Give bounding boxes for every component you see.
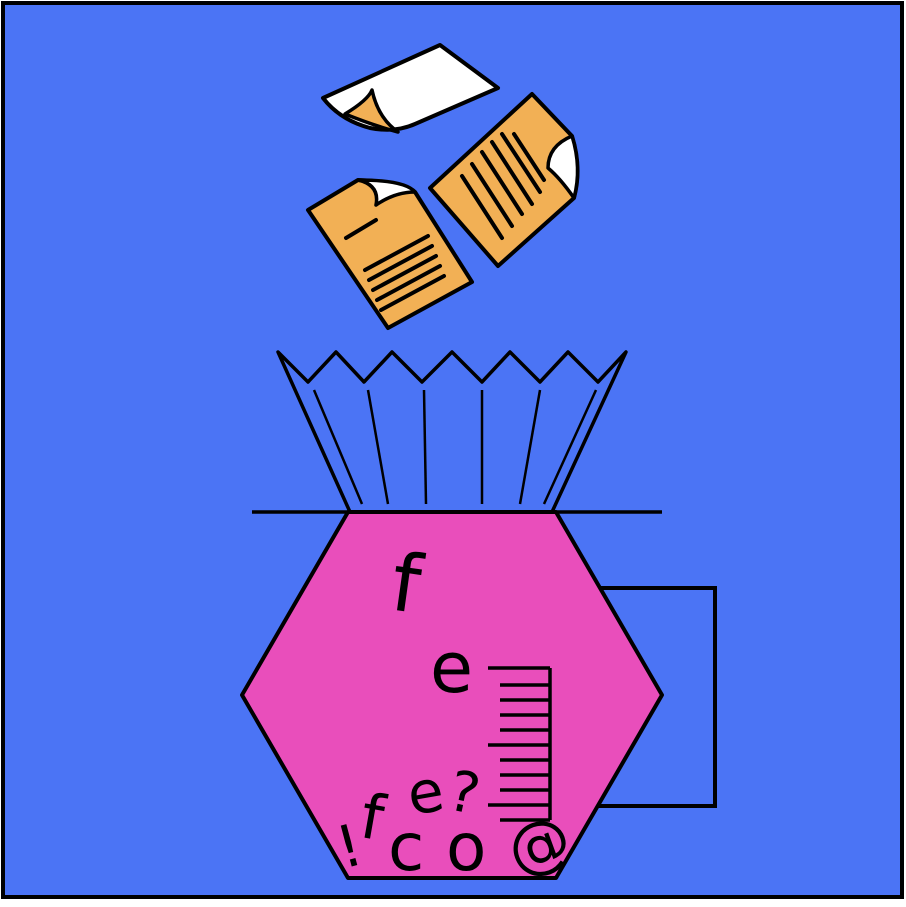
- loose-paper-icon: [321, 43, 500, 134]
- jug-handle-icon: [596, 586, 717, 808]
- document-left-icon: [306, 178, 474, 330]
- coffee-jug-icon: [240, 510, 664, 880]
- letter-c: c: [388, 809, 424, 886]
- letter-e-middle: e: [430, 627, 473, 709]
- document-right-icon: [428, 92, 580, 268]
- letter-o: o: [446, 809, 486, 886]
- measurement-scale-icon: [488, 666, 552, 822]
